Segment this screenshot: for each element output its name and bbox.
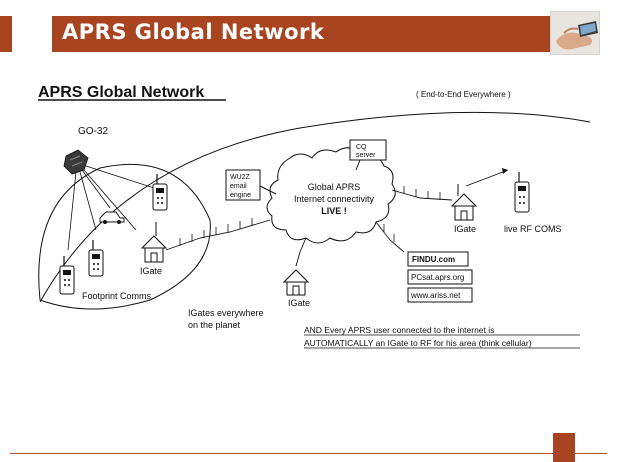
handheld-radio-icon <box>59 256 75 295</box>
rf-arrow <box>465 169 509 187</box>
satellite-label: GO-32 <box>78 126 108 137</box>
utility-poles <box>179 186 441 246</box>
wu2z-label-2: email <box>230 183 247 190</box>
ariss-label: www.ariss.net <box>410 291 461 300</box>
car-icon <box>99 211 125 224</box>
wu2z-label-1: WU2Z <box>230 174 251 181</box>
findu-box <box>407 251 469 267</box>
igates-everywhere-line-2: on the planet <box>188 320 241 330</box>
title-bar: APRS Global Network <box>52 16 550 52</box>
diagram-subtitle: ( End-to-End Everywhere ) <box>416 90 511 99</box>
note-line-1: AND Every APRS user connected to the int… <box>304 325 494 335</box>
cq-server-box <box>349 139 387 161</box>
pcsat-box <box>407 269 473 285</box>
house-antenna-icon <box>282 269 310 296</box>
earth-horizon-arc <box>39 111 591 303</box>
left-accent-tab <box>0 16 12 52</box>
wu2z-label-3: engine <box>230 192 251 199</box>
handheld-radio-icon <box>152 174 168 211</box>
ariss-box <box>407 287 473 303</box>
igates-everywhere-line-1: IGates everywhere <box>188 308 264 318</box>
wu2z-box <box>225 169 261 201</box>
network-link-left <box>165 219 271 251</box>
diagram-heading: APRS Global Network <box>38 84 204 101</box>
house-antenna-icon <box>450 184 478 221</box>
cloud-label-line-3: LIVE ! <box>321 206 347 216</box>
cq-server-label-1: CQ <box>356 144 367 151</box>
igate-label-left: IGate <box>140 266 162 276</box>
network-link-right <box>391 189 453 201</box>
slide-title: APRS Global Network <box>62 20 325 44</box>
findu-label: FINDU.com <box>412 255 455 264</box>
handheld-radio-icon <box>88 240 104 277</box>
pcsat-label: PCsat.aprs.org <box>411 273 464 282</box>
footer-line <box>10 453 607 454</box>
igate-label-right: IGate <box>454 224 476 234</box>
cq-server-label-2: server <box>356 152 376 159</box>
network-link-bottom <box>375 221 405 253</box>
live-rf-label: live RF COMS <box>504 224 562 234</box>
cloud-label-line-2: Internet connectivity <box>294 194 375 204</box>
hand-device-photo-icon <box>550 11 600 55</box>
footprint-arc <box>38 163 211 310</box>
footer-accent-square <box>553 433 575 462</box>
handheld-radio-icon <box>514 172 530 213</box>
igate-label-bottom: IGate <box>288 298 310 308</box>
footprint-label: Footprint Comms <box>82 291 152 301</box>
cloud-label-line-1: Global APRS <box>308 182 361 192</box>
network-link-bottom-left <box>295 237 307 267</box>
house-antenna-icon <box>140 222 168 263</box>
note-line-2: AUTOMATICALLY an IGate to RF for his are… <box>304 338 532 348</box>
